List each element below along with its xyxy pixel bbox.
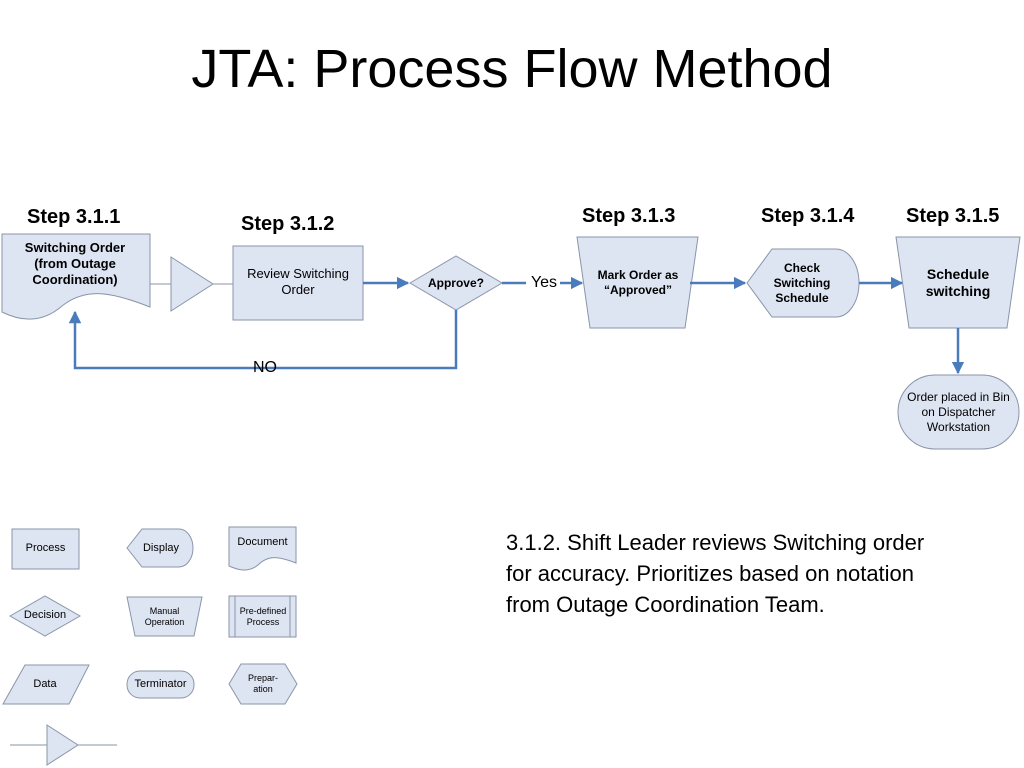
transfer-triangle-shape <box>170 256 214 312</box>
legend-document-shape <box>228 526 297 571</box>
legend-document-label: Document <box>237 536 288 549</box>
page-title: JTA: Process Flow Method <box>191 39 833 99</box>
step-3-1-4-heading: Step 3.1.4 <box>761 205 855 227</box>
approve-decision-label: Approve? <box>427 275 484 290</box>
yes-label: Yes <box>530 274 558 291</box>
legend-connector-triangle <box>46 724 79 766</box>
legend-process-label: Process <box>25 542 66 555</box>
step-3-1-3-heading: Step 3.1.3 <box>582 205 676 227</box>
legend-manual-operation-label: Manual Operation <box>144 605 185 627</box>
legend-decision-label: Decision <box>23 609 67 622</box>
legend-manual-operation-shape <box>126 596 203 637</box>
mark-order-label: Mark Order as “Approved” <box>597 268 679 297</box>
schedule-manual-shape <box>895 236 1021 329</box>
review-process-label: Review Switching Order <box>247 265 349 297</box>
mark-order-manual-shape <box>576 236 699 329</box>
no-label: NO <box>253 359 277 376</box>
legend-process-shape <box>11 528 80 570</box>
legend-preparation-label: Prepar-ation <box>247 672 278 694</box>
order-placed-terminator-shape <box>897 374 1020 450</box>
legend-data-label: Data <box>33 678 57 691</box>
legend-predefined-process-shape <box>228 595 297 638</box>
legend-display-label: Display <box>142 542 180 555</box>
step-3-1-1-heading: Step 3.1.1 <box>27 206 121 228</box>
schedule-switching-label: Schedule switching <box>925 265 991 300</box>
review-process-shape <box>232 245 364 321</box>
no-loop-arrow <box>68 310 458 370</box>
legend-preparation-shape <box>228 663 298 705</box>
legend-data-shape <box>2 664 90 705</box>
step-3-1-2-heading: Step 3.1.2 <box>241 213 335 235</box>
switching-order-document-shape <box>1 233 151 320</box>
legend-predefined-process-label: Pre-defined Process <box>239 605 287 627</box>
step-description: 3.1.2. Shift Leader reviews Switching or… <box>506 530 925 617</box>
legend-terminator-label: Terminator <box>134 678 187 691</box>
legend-terminator-shape <box>126 670 195 699</box>
step-3-1-5-heading: Step 3.1.5 <box>906 205 1000 227</box>
legend-display-shape <box>126 528 194 568</box>
order-placed-label: Order placed in Bin on Dispatcher Workst… <box>907 389 1010 434</box>
check-schedule-label: Check Switching Schedule <box>773 260 831 305</box>
legend-decision-shape <box>8 595 82 637</box>
switching-order-label: Switching Order (from Outage Coordinatio… <box>24 239 126 288</box>
